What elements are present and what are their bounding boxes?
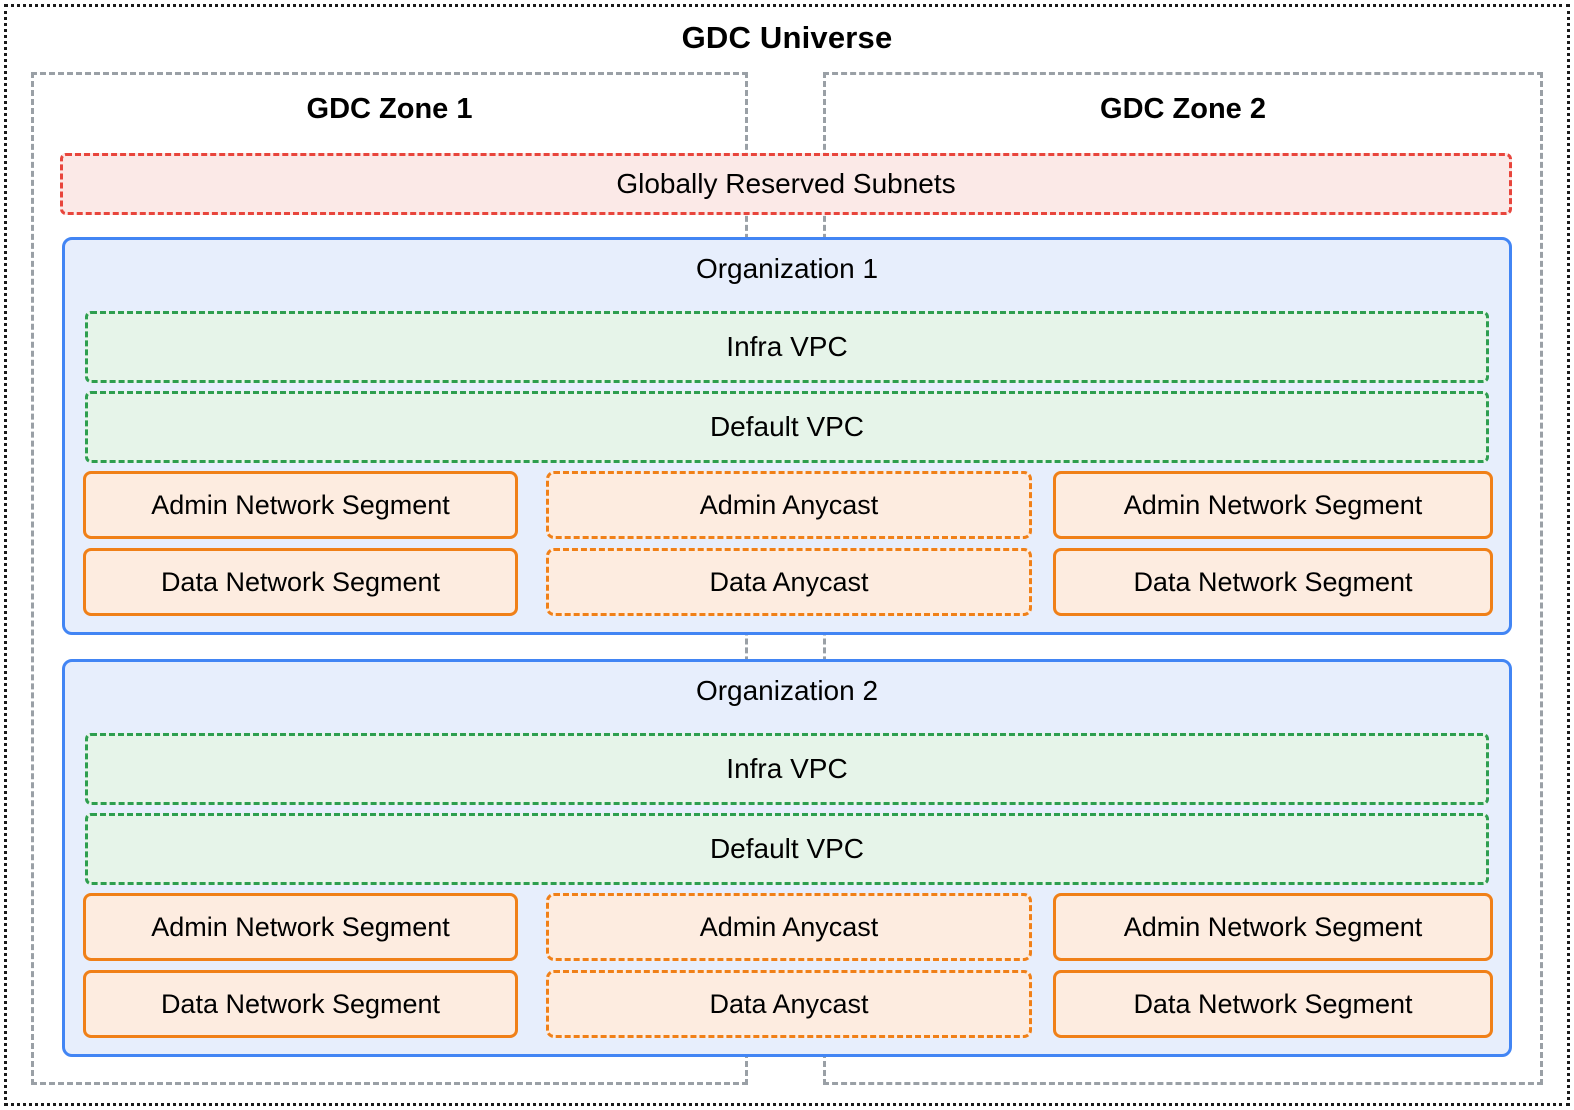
organization-2-data-anycast: Data Anycast xyxy=(546,970,1032,1038)
segment-label: Data Network Segment xyxy=(1133,566,1413,597)
organization-2-default-vpc-label: Default VPC xyxy=(709,833,865,864)
organization-1-default-vpc-label: Default VPC xyxy=(709,411,865,442)
organization-2-zone-2-data-network-segment: Data Network Segment xyxy=(1053,970,1493,1038)
organization-2-zone-2-admin-network-segment: Admin Network Segment xyxy=(1053,893,1493,961)
organization-1-data-anycast: Data Anycast xyxy=(546,548,1032,616)
organization-1-infra-vpc: Infra VPC xyxy=(85,311,1489,383)
segment-label: Admin Network Segment xyxy=(151,911,450,942)
gdc-zone-1-title: GDC Zone 1 xyxy=(306,93,473,125)
organization-2-title: Organization 2 xyxy=(695,675,879,706)
anycast-label: Admin Anycast xyxy=(699,911,879,942)
organization-1-zone-2-admin-network-segment: Admin Network Segment xyxy=(1053,471,1493,539)
organization-2-infra-vpc-label: Infra VPC xyxy=(726,753,848,784)
organization-2-default-vpc: Default VPC xyxy=(85,813,1489,885)
organization-2-box: Organization 2 Infra VPC Default VPC Adm… xyxy=(62,659,1512,1057)
organization-1-default-vpc: Default VPC xyxy=(85,391,1489,463)
organization-1-title: Organization 1 xyxy=(695,253,879,284)
segment-label: Data Network Segment xyxy=(160,988,441,1019)
organization-1-admin-anycast: Admin Anycast xyxy=(546,471,1032,539)
segment-label: Admin Network Segment xyxy=(151,489,450,520)
organization-2-infra-vpc: Infra VPC xyxy=(85,733,1489,805)
organization-1-zone-2-data-network-segment: Data Network Segment xyxy=(1053,548,1493,616)
organization-2-admin-anycast: Admin Anycast xyxy=(546,893,1032,961)
anycast-label: Data Anycast xyxy=(709,988,869,1019)
organization-1-infra-vpc-label: Infra VPC xyxy=(726,331,848,362)
globally-reserved-subnets-box: Globally Reserved Subnets xyxy=(60,153,1512,215)
organization-1-zone-1-admin-network-segment: Admin Network Segment xyxy=(83,471,518,539)
organization-1-admin-row: Admin Network Segment Admin Anycast Admi… xyxy=(65,471,1509,539)
organization-2-admin-row: Admin Network Segment Admin Anycast Admi… xyxy=(65,893,1509,961)
segment-label: Data Network Segment xyxy=(1133,988,1413,1019)
organization-1-box: Organization 1 Infra VPC Default VPC Adm… xyxy=(62,237,1512,635)
organization-2-data-row: Data Network Segment Data Anycast Data N… xyxy=(65,970,1509,1038)
organization-1-zone-1-data-network-segment: Data Network Segment xyxy=(83,548,518,616)
globally-reserved-subnets-label: Globally Reserved Subnets xyxy=(616,168,956,199)
organization-2-zone-1-admin-network-segment: Admin Network Segment xyxy=(83,893,518,961)
anycast-label: Data Anycast xyxy=(709,566,869,597)
gdc-zone-2-title: GDC Zone 2 xyxy=(1100,93,1266,125)
segment-label: Data Network Segment xyxy=(160,566,441,597)
segment-label: Admin Network Segment xyxy=(1123,489,1423,520)
organization-2-zone-1-data-network-segment: Data Network Segment xyxy=(83,970,518,1038)
anycast-label: Admin Anycast xyxy=(699,489,879,520)
gdc-universe-title: GDC Universe xyxy=(681,20,893,55)
segment-label: Admin Network Segment xyxy=(1123,911,1423,942)
organization-1-data-row: Data Network Segment Data Anycast Data N… xyxy=(65,548,1509,616)
gdc-universe-frame xyxy=(4,4,1570,1106)
